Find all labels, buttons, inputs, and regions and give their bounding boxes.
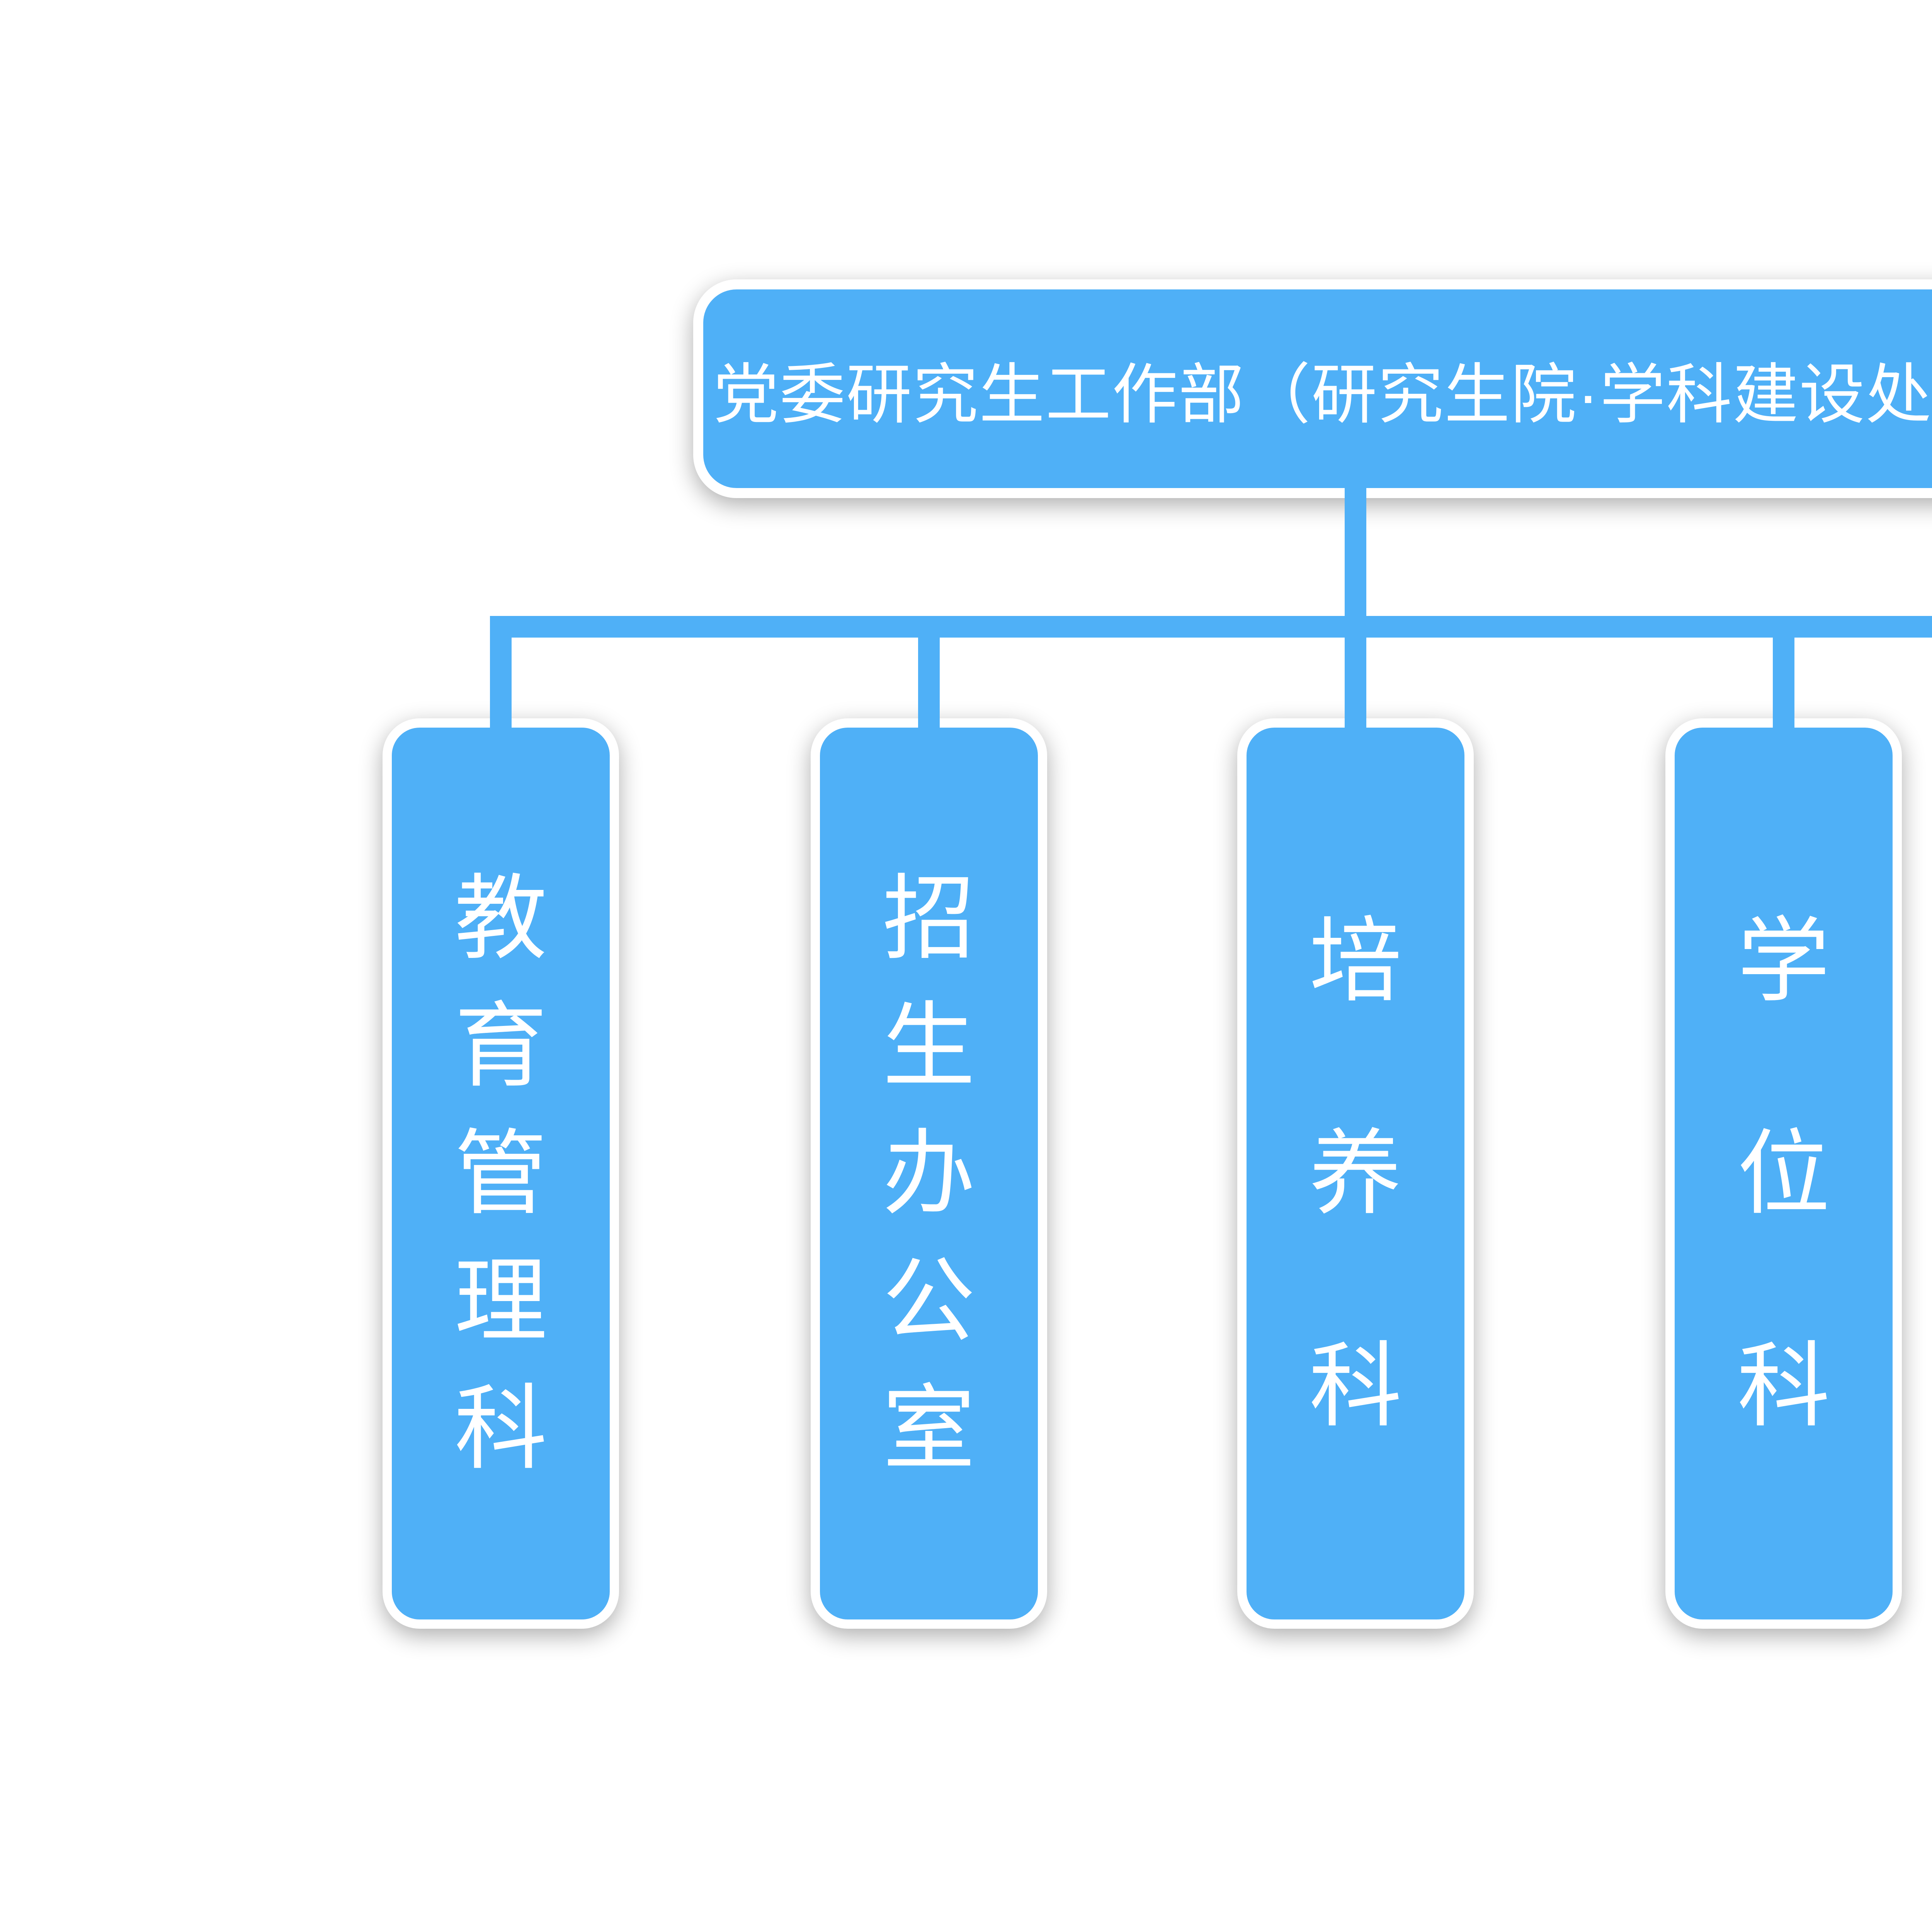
org-box-char: 位 xyxy=(1737,1122,1830,1225)
org-box-char: 科 xyxy=(1737,1334,1830,1438)
org-box: 学位科 xyxy=(1665,718,1902,1629)
org-box-char: 育 xyxy=(454,994,547,1098)
org-box-char: 公 xyxy=(882,1249,975,1353)
connector-drop-line xyxy=(490,638,512,731)
org-box: 教育管理科 xyxy=(383,718,619,1629)
org-box-char: 科 xyxy=(1309,1334,1402,1438)
org-box-char: 学 xyxy=(1737,909,1830,1013)
org-box-root: 党委研究生工作部（研究生院·学科建设处） xyxy=(693,279,1932,498)
org-box-char: 生 xyxy=(882,994,975,1098)
org-box-char: 教 xyxy=(454,867,547,970)
org-box-char: 招 xyxy=(882,867,975,970)
org-box-char: 管 xyxy=(454,1122,547,1225)
connector-drop-line xyxy=(1345,638,1366,731)
org-box-root-label: 党委研究生工作部（研究生院·学科建设处） xyxy=(713,358,1932,432)
org-box: 招生办公室 xyxy=(811,718,1047,1629)
connector-drop-line xyxy=(1773,638,1794,731)
org-box-label: 招生办公室 xyxy=(883,855,975,1492)
connector-drop-line xyxy=(918,638,940,731)
org-box-label: 学位科 xyxy=(1737,855,1830,1492)
org-box-label: 培养科 xyxy=(1309,855,1402,1492)
org-box-char: 培 xyxy=(1309,909,1402,1013)
org-box-char: 养 xyxy=(1309,1122,1402,1225)
org-box-char: 理 xyxy=(454,1249,547,1353)
connector-root-vertical xyxy=(1345,483,1366,616)
org-box: 培养科 xyxy=(1237,718,1474,1629)
connector-horizontal-bar xyxy=(490,616,1932,638)
org-box-char: 科 xyxy=(454,1377,547,1480)
org-box-label: 教育管理科 xyxy=(454,855,547,1492)
org-box-char: 室 xyxy=(882,1377,975,1480)
org-box-char: 办 xyxy=(882,1122,975,1225)
